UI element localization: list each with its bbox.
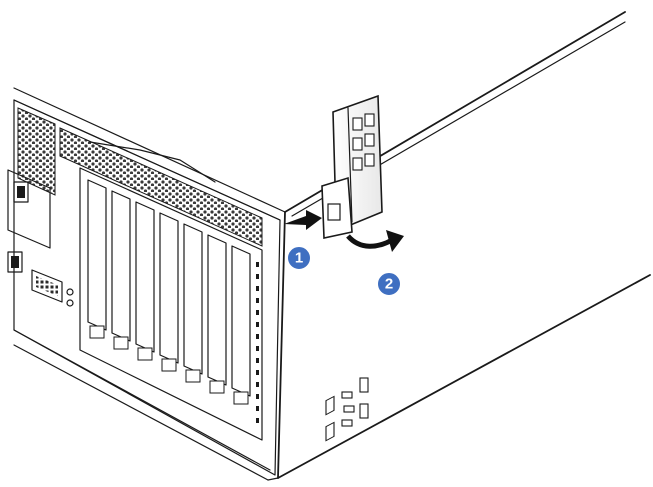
screw-icon xyxy=(66,288,74,296)
usb-port-icon xyxy=(7,251,23,273)
cover-release-latch xyxy=(321,94,383,239)
pcie-slots xyxy=(79,167,263,441)
pcie-slot-cover xyxy=(159,212,179,364)
step-number-1: 1 xyxy=(295,250,303,267)
step-number-2: 2 xyxy=(385,276,393,293)
push-arrow xyxy=(284,210,322,230)
psu-vent xyxy=(7,107,56,249)
rotate-arrow xyxy=(346,230,404,252)
rear-io xyxy=(7,251,74,307)
step-callout-1: 1 xyxy=(286,245,312,271)
step-callout-2: 2 xyxy=(376,271,402,297)
vga-port-icon xyxy=(31,269,63,303)
psu-handle-icon xyxy=(13,181,29,203)
pcie-slot-cover xyxy=(207,234,227,386)
fan-vent xyxy=(59,127,263,247)
rear-panel xyxy=(13,99,281,481)
side-vents xyxy=(325,377,369,442)
pcie-slot-cover xyxy=(111,190,131,342)
pcie-slot-cover xyxy=(135,201,155,353)
pcie-slot-cover xyxy=(183,223,203,375)
pcie-slot-cover xyxy=(231,245,251,397)
pcie-slot-cover xyxy=(87,179,107,331)
